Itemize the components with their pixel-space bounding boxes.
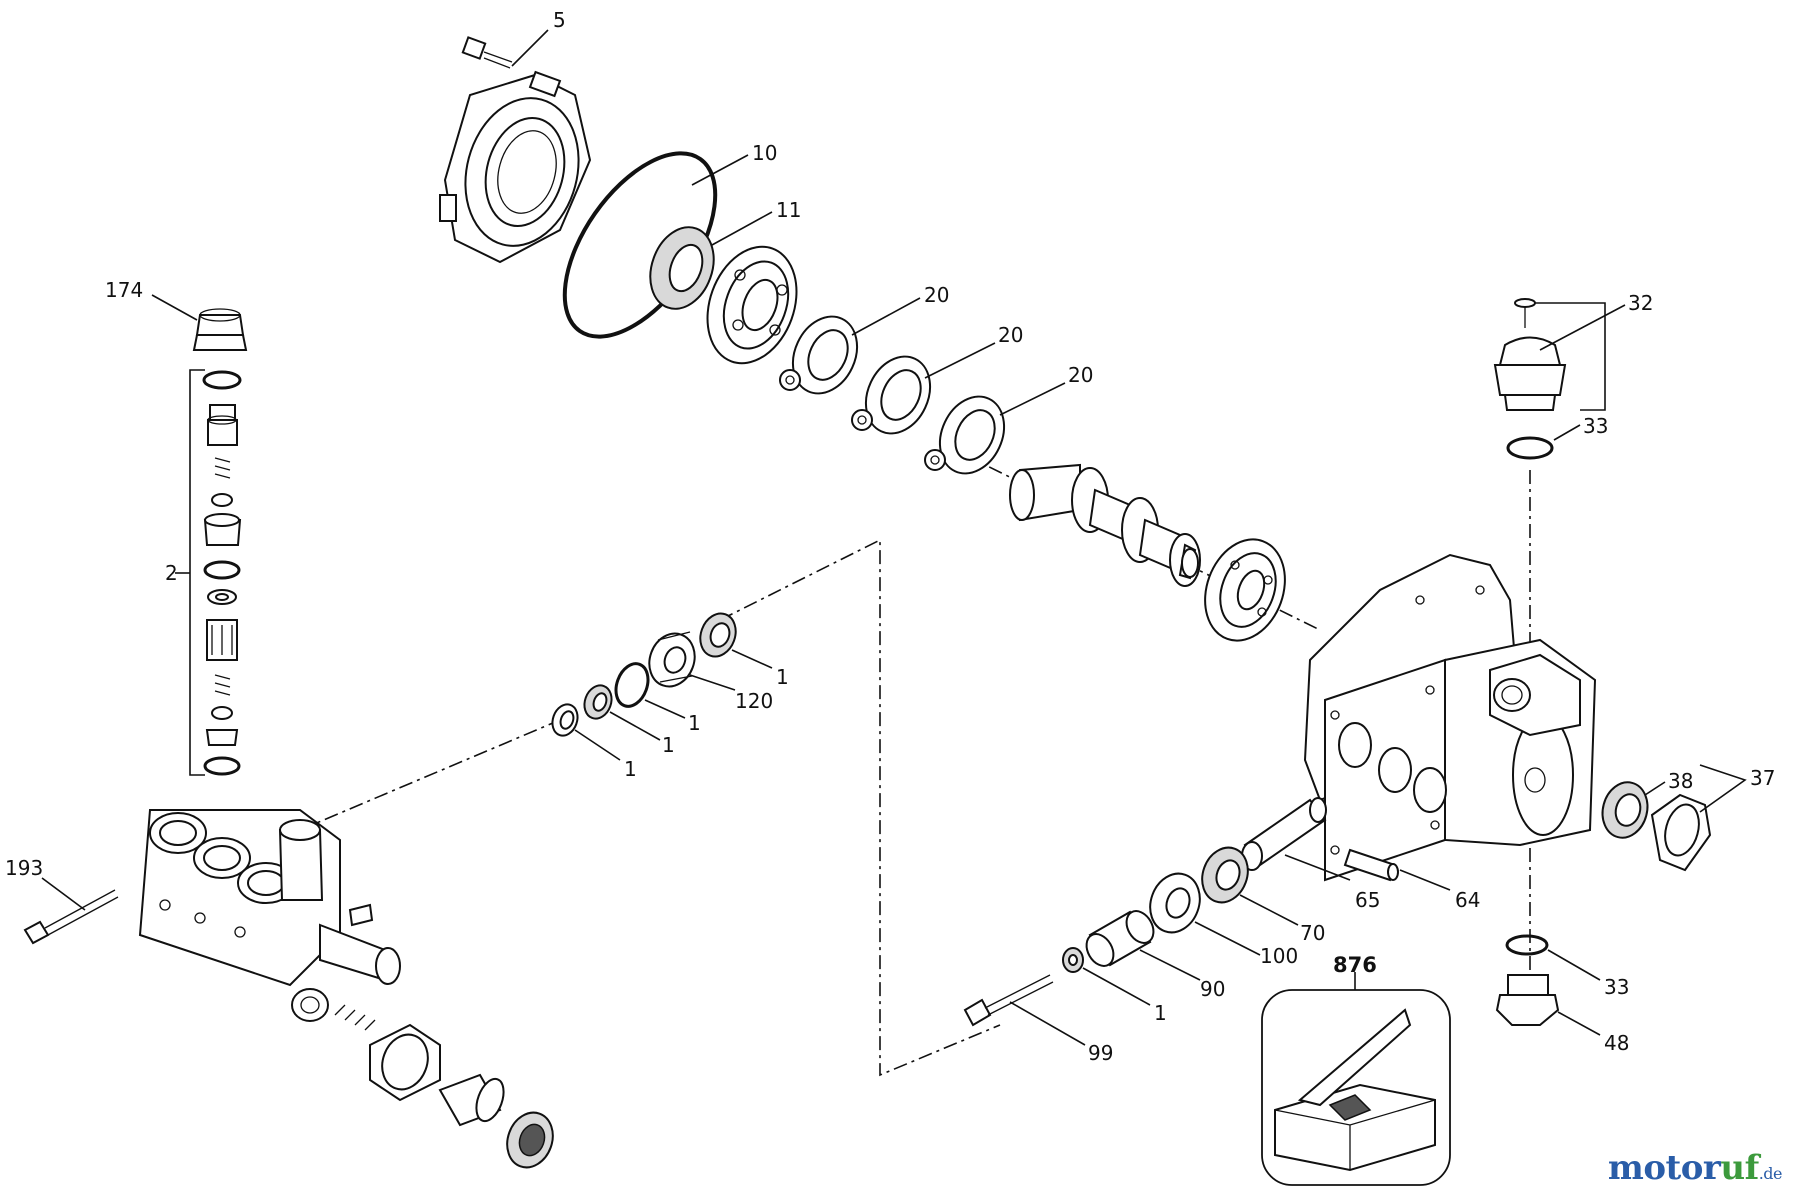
part-37-plug: 37 [1650, 764, 1775, 872]
callout-99: 99 [1088, 1041, 1113, 1065]
unloader-parts [334, 1004, 554, 1169]
part-1-ring-b: 1 [583, 684, 675, 757]
part-1-seal-d: 1 [699, 612, 789, 689]
part-48-drain-plug: 48 [1495, 974, 1629, 1055]
pump-housing [1303, 553, 1597, 882]
callout-1-c: 1 [688, 711, 701, 735]
callout-120: 120 [735, 689, 773, 713]
callout-20-b: 20 [998, 323, 1023, 347]
callout-876: 876 [1333, 953, 1377, 977]
callout-37: 37 [1750, 766, 1775, 790]
part-32-breather-cap: 32 [1493, 291, 1653, 411]
crankshaft [1009, 463, 1201, 587]
callout-70: 70 [1300, 921, 1325, 945]
part-20-connecting-rod-3: 20 [924, 363, 1093, 475]
part-90-sleeve: 90 [1085, 910, 1225, 1001]
callout-20-c: 20 [1068, 363, 1093, 387]
part-33-o-ring-upper: 33 [1506, 414, 1608, 460]
callout-174: 174 [105, 278, 143, 302]
part-99-bolt: 99 [963, 974, 1113, 1065]
callout-48: 48 [1604, 1031, 1629, 1055]
ball-bearing-lower [1204, 538, 1286, 642]
part-5-bolt: 5 [461, 8, 566, 69]
callout-5: 5 [553, 8, 566, 32]
callout-1-e: 1 [1154, 1001, 1167, 1025]
part-2-valve-stack: 2 [165, 369, 242, 776]
part-20-connecting-rod-1: 20 [779, 283, 949, 395]
callout-20-a: 20 [924, 283, 949, 307]
callout-1-b: 1 [662, 733, 675, 757]
part-38-seal: 38 [1601, 769, 1693, 839]
part-33-o-ring-lower: 33 [1505, 934, 1629, 999]
part-174-cap: 174 [105, 278, 248, 351]
callout-90: 90 [1200, 977, 1225, 1001]
callout-32: 32 [1628, 291, 1653, 315]
part-1-washer-bolt: 1 [1062, 947, 1167, 1025]
callout-100: 100 [1260, 944, 1298, 968]
callout-33-b: 33 [1604, 975, 1629, 999]
callout-38: 38 [1668, 769, 1693, 793]
callout-1-d: 1 [776, 665, 789, 689]
part-70-seal: 70 [1201, 846, 1325, 945]
part-193-bolt: 193 [5, 856, 119, 945]
callout-10: 10 [752, 141, 777, 165]
callout-64: 64 [1455, 888, 1480, 912]
part-11-seal: 11 [649, 198, 801, 310]
part-64-pin: 64 [1343, 848, 1480, 912]
callout-193: 193 [5, 856, 43, 880]
part-20-connecting-rod-2: 20 [851, 323, 1023, 435]
manifold [138, 809, 401, 1022]
part-100-seal-holder: 100 [1149, 872, 1298, 968]
callout-1-a: 1 [624, 757, 637, 781]
watermark-logo: motoruf.de [1607, 1148, 1783, 1188]
part-876-kit-box: 876 [1261, 953, 1451, 1186]
part-65-plunger: 65 [1241, 797, 1380, 912]
ball-bearing-upper [706, 245, 798, 365]
part-120-seal-retainer: 120 [648, 631, 773, 713]
part-1-o-ring-c: 1 [614, 662, 701, 735]
part-1-ring-a: 1 [551, 703, 637, 781]
callout-65: 65 [1355, 888, 1380, 912]
callout-33-a: 33 [1583, 414, 1608, 438]
callout-2: 2 [165, 561, 178, 585]
callout-11: 11 [776, 198, 801, 222]
bearing-cover-flange [439, 70, 592, 264]
